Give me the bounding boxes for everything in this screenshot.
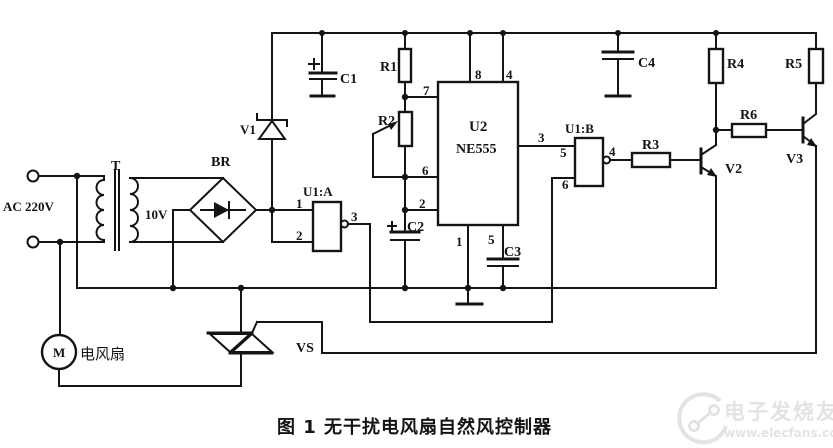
gate-u1a-symbol <box>311 200 349 253</box>
capacitor-c3-symbol <box>486 257 520 267</box>
label-u1b-pin5: 5 <box>560 145 567 160</box>
transistor-v2-symbol <box>699 143 718 178</box>
capacitor-c4-symbol <box>601 50 635 98</box>
label-u2-pin6: 6 <box>422 163 429 178</box>
junction-dots <box>56 30 720 292</box>
capacitor-c2-symbol <box>387 221 421 241</box>
label-r6: R6 <box>740 108 757 123</box>
label-ac-input: AC 220V <box>3 199 55 214</box>
label-vs: VS <box>296 341 314 356</box>
label-u1a: U1:A <box>303 184 333 199</box>
bridge-rectifier-symbol <box>188 176 258 244</box>
ne555-body <box>436 80 520 227</box>
label-fan: 电风扇 <box>80 345 125 363</box>
label-u1a-pin2: 2 <box>296 228 303 243</box>
label-r3: R3 <box>642 138 659 153</box>
label-secondary-voltage: 10V <box>145 207 168 222</box>
motor-symbol <box>40 333 78 371</box>
label-transformer: T <box>111 159 121 174</box>
label-u2-part: NE555 <box>456 142 496 157</box>
label-u2-pin1: 1 <box>456 234 463 249</box>
label-r1: R1 <box>380 60 397 75</box>
triac-vs-symbol <box>206 331 275 355</box>
label-c4: C4 <box>638 56 655 71</box>
resistor-r4-symbol <box>707 47 725 85</box>
potentiometer-r2-symbol <box>388 110 414 148</box>
label-u1b: U1:B <box>565 121 594 136</box>
label-u2-pin4: 4 <box>506 67 513 82</box>
ac-terminal-bottom <box>26 235 40 249</box>
gate-u1b-symbol <box>573 136 611 188</box>
label-u2-pin8: 8 <box>475 67 482 82</box>
resistor-r5-symbol <box>807 47 825 85</box>
transformer-symbol <box>95 169 139 251</box>
capacitor-c1-symbol <box>308 58 338 98</box>
label-zener: V1 <box>240 122 256 137</box>
label-c3: C3 <box>504 245 521 260</box>
resistor-r3-symbol <box>630 151 672 169</box>
label-r2: R2 <box>378 114 395 129</box>
label-u2-pin2: 2 <box>419 196 426 211</box>
watermark-url: www.elecfans.com <box>724 426 833 440</box>
label-c1: C1 <box>340 72 357 87</box>
label-u2-pin3: 3 <box>538 130 545 145</box>
zener-diode-symbol <box>256 113 288 140</box>
ac-terminal-top <box>26 169 40 183</box>
label-v2: V2 <box>725 162 742 177</box>
wires <box>37 32 817 387</box>
label-u1b-pin6: 6 <box>562 177 569 192</box>
label-bridge: BR <box>211 155 231 170</box>
transistor-v3-symbol <box>801 112 818 148</box>
label-u1a-pin3: 3 <box>351 209 358 224</box>
resistor-r6-symbol <box>730 122 768 139</box>
label-motor: M <box>53 345 65 360</box>
label-u2-pin5: 5 <box>488 232 495 247</box>
watermark-logo <box>677 392 728 445</box>
label-r5: R5 <box>785 57 802 72</box>
label-c2: C2 <box>407 220 424 235</box>
label-r4: R4 <box>727 57 744 72</box>
label-u2-pin7: 7 <box>423 83 430 98</box>
label-v3: V3 <box>786 152 803 167</box>
watermark-name: 电子发烧友 <box>724 400 833 424</box>
label-u1b-pin4: 4 <box>609 144 616 159</box>
resistor-r1-symbol <box>397 47 413 84</box>
label-u1a-pin1: 1 <box>296 196 303 211</box>
figure-caption: 图 1 无干扰电风扇自然风控制器 <box>277 416 552 438</box>
label-u2: U2 <box>469 119 487 135</box>
